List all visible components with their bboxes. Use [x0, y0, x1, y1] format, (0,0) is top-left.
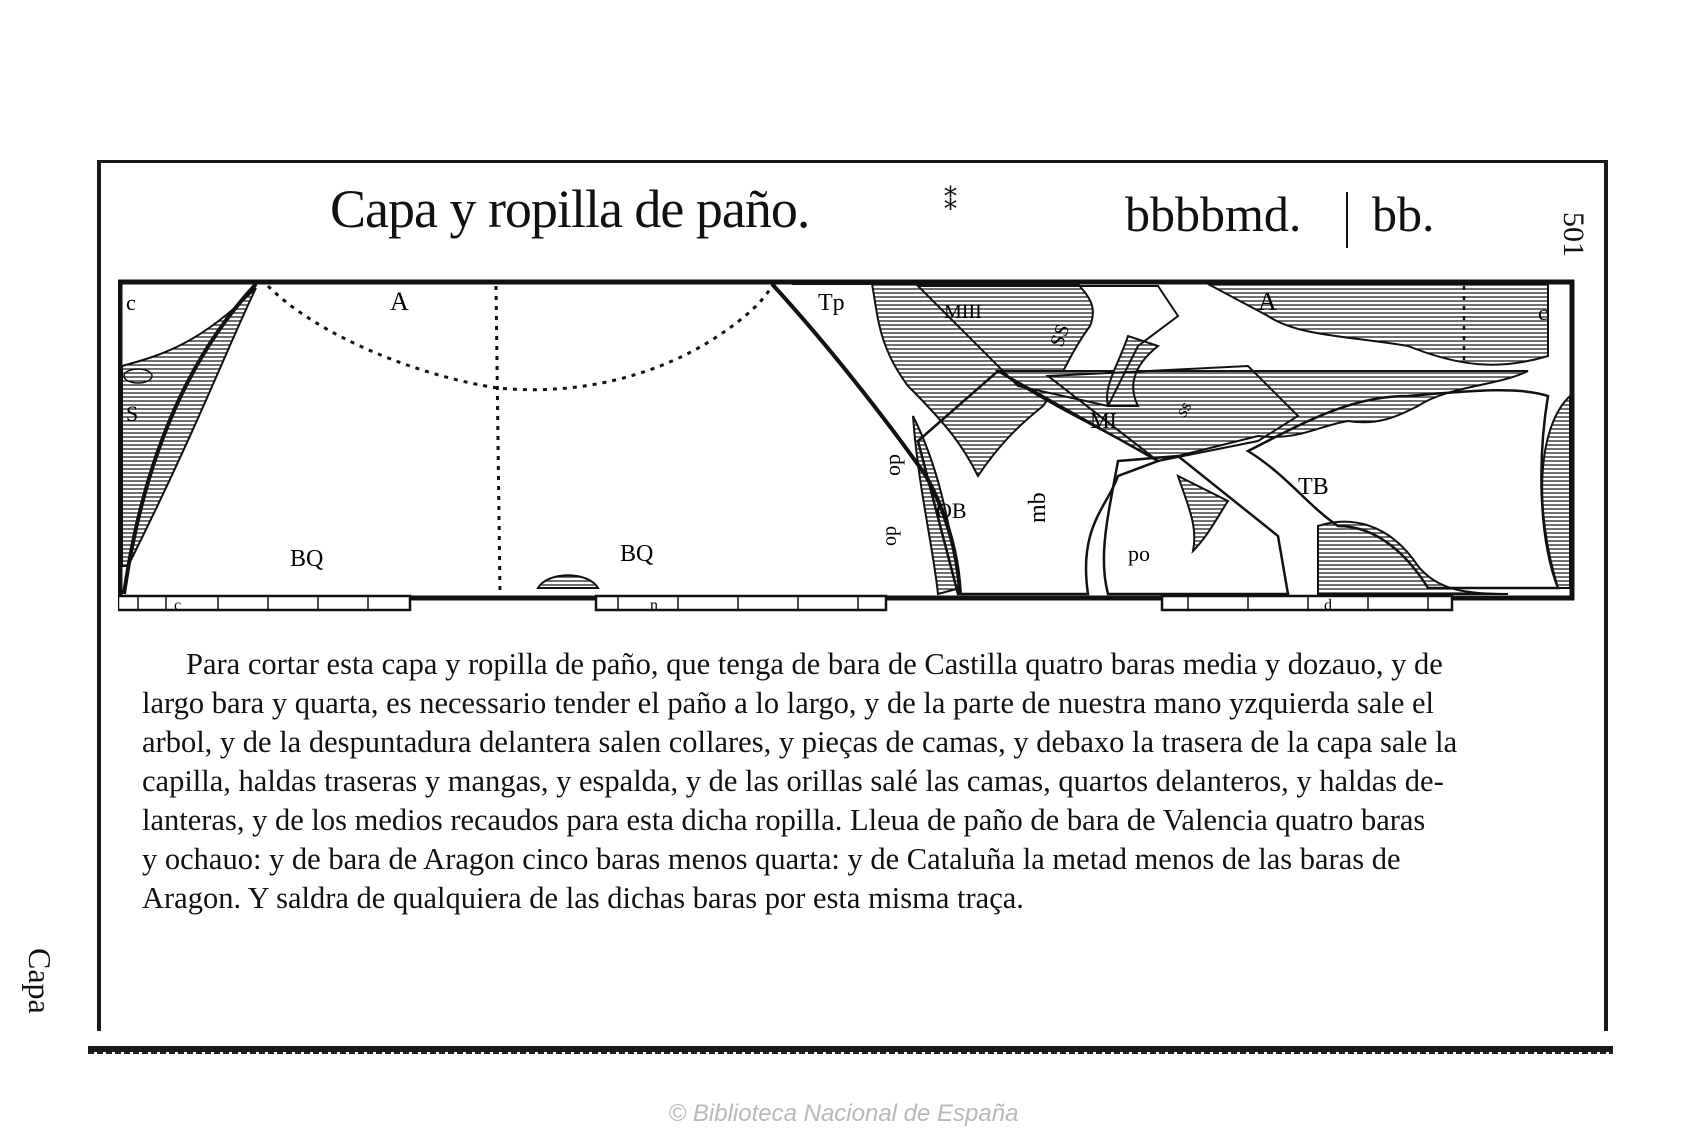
- signature-mark-2: bb.: [1372, 186, 1435, 242]
- hatched-bottom-right: [1317, 520, 1509, 595]
- hatched-left-corner: [121, 287, 257, 567]
- body-line-5: lanteras, y de los medios recaudos para …: [142, 803, 1426, 837]
- hatched-oval: [123, 368, 153, 384]
- scale-bar-mid: n: [594, 594, 888, 614]
- cape-mid-arc: [770, 282, 962, 595]
- piece-mi: [1045, 364, 1300, 463]
- hatched-top-right: [1207, 283, 1549, 366]
- signature-divider: [1346, 192, 1348, 248]
- label-tb: TB: [1298, 474, 1329, 500]
- label-po: po: [1128, 541, 1150, 566]
- label-c-right: c: [1538, 300, 1548, 325]
- label-mi: MI: [1090, 408, 1117, 433]
- hatched-lower-mid: [912, 415, 962, 596]
- body-line-4: capilla, haldas traseras y mangas, y esp…: [142, 764, 1444, 798]
- cutting-pattern-diagram: c A S Tp MIII SS A c MI ss op OB mb op T…: [118, 279, 1575, 614]
- scale-label-n: n: [650, 597, 658, 614]
- hatched-small-mound: [536, 574, 600, 589]
- hatched-upper-mid: [792, 283, 1094, 478]
- bottom-rule: [88, 1046, 1613, 1052]
- label-bq-left: BQ: [290, 546, 323, 572]
- piece-mii: [915, 285, 1180, 408]
- signature-mark: bbbbmd.: [1125, 186, 1302, 242]
- asterism-ornament: ⁑: [944, 187, 957, 216]
- label-s-left: S: [126, 401, 138, 426]
- label-a-right: A: [1258, 287, 1277, 316]
- label-op-vert: op: [880, 454, 905, 476]
- body-line-3: arbol, y de la despuntadura delantera sa…: [142, 725, 1458, 759]
- body-line-2: largo bara y quarta, es necessario tende…: [142, 686, 1435, 720]
- body-line-7: Aragon. Y saldra de qualquiera de las di…: [142, 881, 1024, 915]
- bottom-rule-dashed: [88, 1052, 1613, 1054]
- piece-tb: [1245, 388, 1560, 590]
- cape-left-arc: [122, 282, 258, 595]
- label-tp: Tp: [818, 290, 845, 316]
- scale-bar-right: d: [1160, 594, 1454, 614]
- piece-po: [1102, 454, 1290, 596]
- label-ob: OB: [936, 498, 967, 523]
- label-op-low: op: [879, 526, 901, 546]
- center-dotted-line: [494, 285, 502, 595]
- hatched-right-edge: [1541, 393, 1571, 589]
- scale-label-d: d: [1324, 597, 1332, 614]
- label-c-left: c: [126, 290, 136, 315]
- collar-dotted-arc: [266, 284, 774, 392]
- folio-number: 501: [1557, 212, 1590, 257]
- label-miii: MIII: [944, 301, 982, 323]
- label-bq-mid: BQ: [620, 541, 653, 567]
- label-a-left: A: [390, 287, 409, 316]
- label-mb: mb: [1025, 492, 1051, 523]
- hatched-center-bottom: [1176, 474, 1230, 555]
- library-credit: © Biblioteca Nacional de España: [668, 1100, 1019, 1127]
- scale-label-c: c: [174, 597, 181, 614]
- piece-ob: [916, 369, 1161, 596]
- body-paragraph: Para cortar esta capa y ropilla de paño,…: [142, 645, 1552, 918]
- body-line-6: y ochauo: y de bara de Aragon cinco bara…: [142, 842, 1401, 876]
- page-title: Capa y ropilla de paño.: [330, 179, 810, 239]
- scale-bar-left: c: [118, 594, 412, 614]
- body-line-1: Para cortar esta capa y ropilla de paño,…: [186, 647, 1443, 681]
- page-frame: [97, 160, 1608, 1031]
- catchword: Capa: [22, 948, 58, 1014]
